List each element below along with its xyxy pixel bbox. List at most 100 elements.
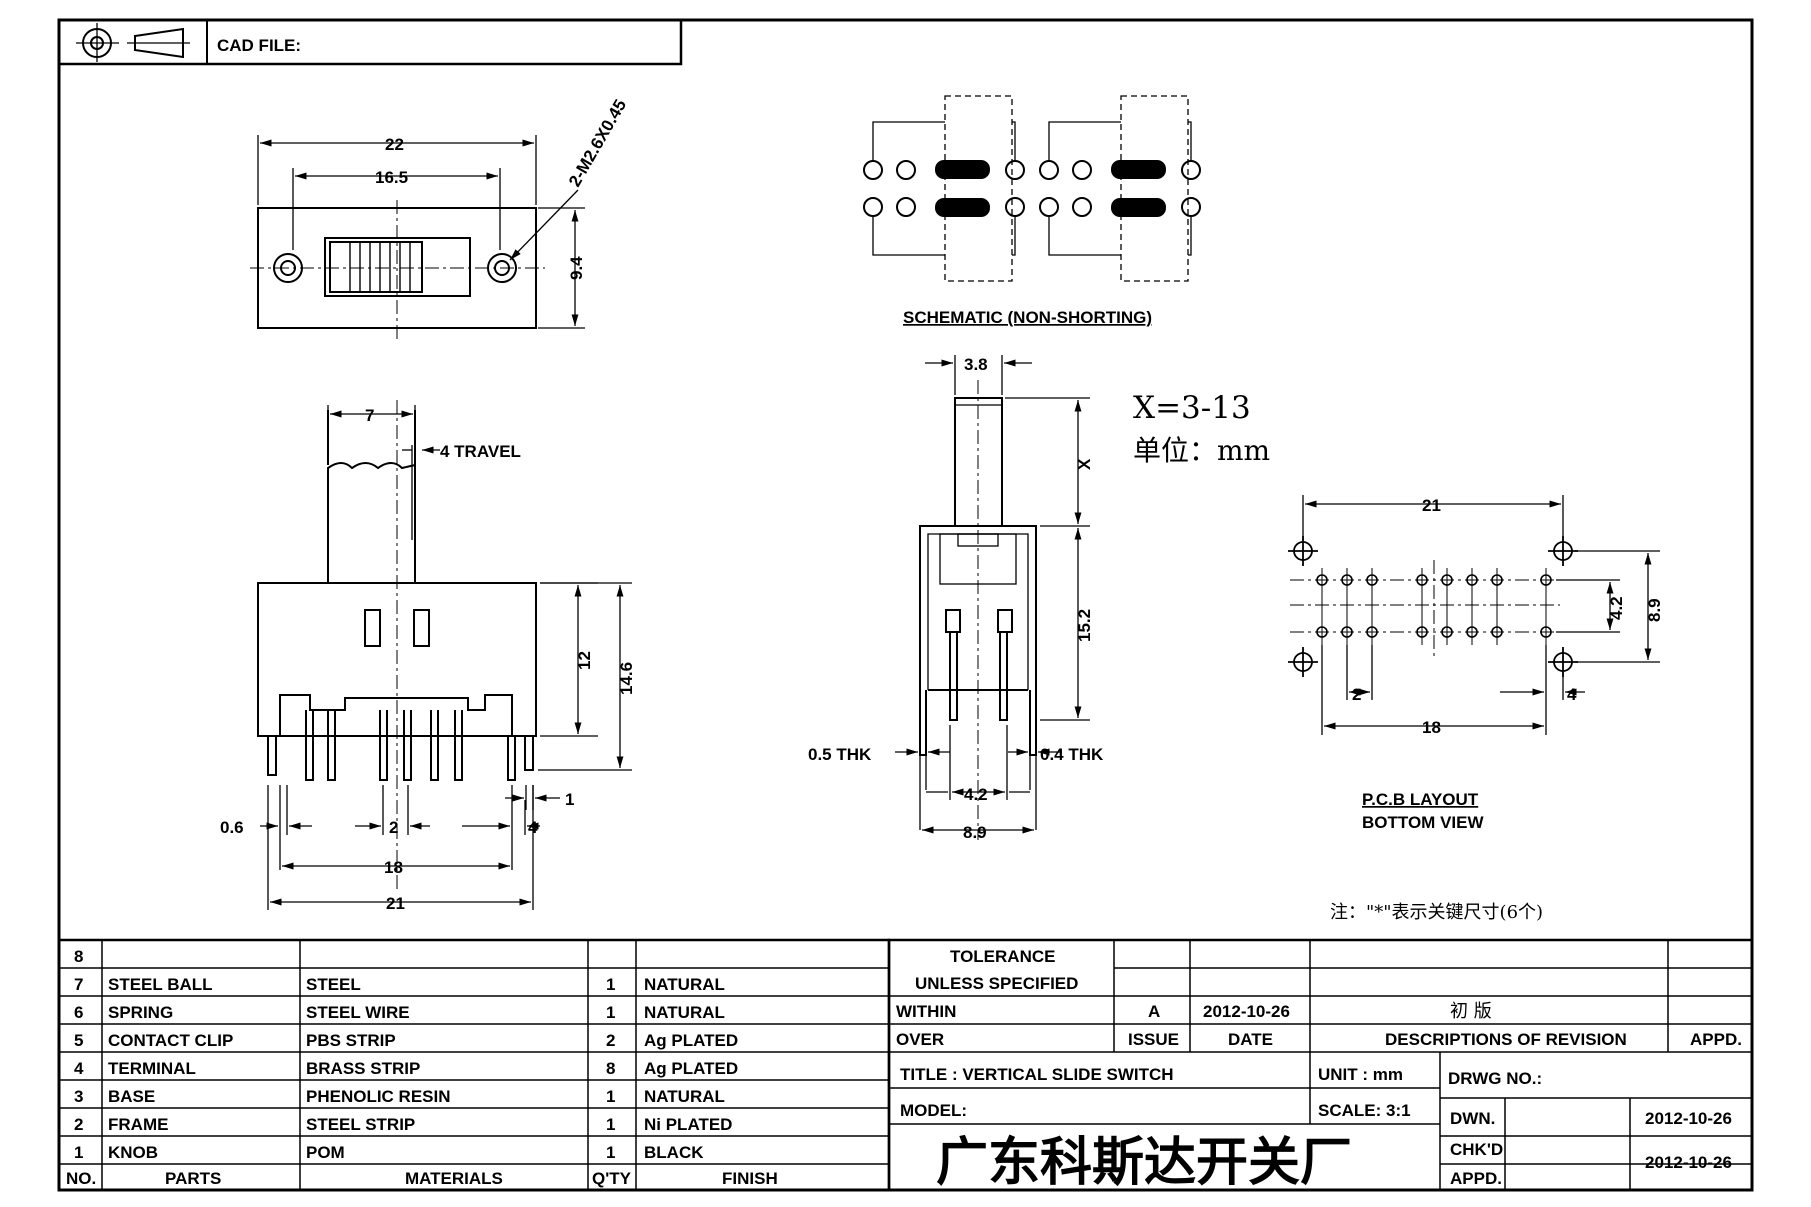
- bom-cell-qty: 8: [606, 1059, 615, 1078]
- revision-desc: 初 版: [1450, 1001, 1492, 1022]
- tolerance-line1: TOLERANCE: [950, 947, 1055, 966]
- side-dim-4-2-label: 4.2: [964, 785, 988, 804]
- appd2-label: APPD.: [1450, 1169, 1502, 1188]
- unit-note: 单位：mm: [1133, 434, 1270, 467]
- bom-cell-finish: Ni PLATED: [644, 1115, 732, 1134]
- pcb-dim-21-label: 21: [1422, 496, 1441, 515]
- pcb-dim-8-9-label: 8.9: [1645, 598, 1664, 622]
- bom-cell-material: BRASS STRIP: [306, 1059, 420, 1078]
- schematic-caption: SCHEMATIC (NON-SHORTING): [903, 308, 1152, 327]
- date-label: DATE: [1228, 1030, 1273, 1049]
- bom-cell-qty: 1: [606, 1115, 615, 1134]
- bom-cell-qty: 2: [606, 1031, 615, 1050]
- bom-cell-part: KNOB: [108, 1143, 158, 1162]
- model-label: MODEL:: [900, 1101, 967, 1120]
- tolerance-line2: UNLESS SPECIFIED: [915, 974, 1078, 993]
- pcb-dim-2-label: 2: [1352, 685, 1361, 704]
- bom-cell-no: 5: [74, 1031, 83, 1050]
- bom-cell-material: PBS STRIP: [306, 1031, 396, 1050]
- bom-header-materials: MATERIALS: [405, 1169, 503, 1188]
- pcb-dim-4-2-label: 4.2: [1607, 596, 1626, 620]
- issue-date: 2012-10-26: [1203, 1002, 1290, 1021]
- bom-cell-no: 2: [74, 1115, 83, 1134]
- dim-0-6-label: 0.6: [220, 818, 244, 837]
- bom-cell-finish: Ag PLATED: [644, 1031, 738, 1050]
- company-name: 广东科斯达开关厂: [936, 1132, 1352, 1193]
- pcb-caption-line2: BOTTOM VIEW: [1362, 813, 1484, 832]
- thk-left-label: 0.5 THK: [808, 745, 872, 764]
- travel-note: 4 TRAVEL: [440, 442, 521, 461]
- bom-cell-finish: NATURAL: [644, 1003, 725, 1022]
- bom-header-no: NO.: [66, 1169, 96, 1188]
- header-box: CAD FILE:: [57, 18, 683, 66]
- bom-header-finish: FINISH: [722, 1169, 778, 1188]
- pcb-layout: 21 4.2 8.9 2 4 18 P.C.B LAYOUT BOTTOM VI…: [1288, 495, 1664, 832]
- dwn-date: 2012-10-26: [1645, 1109, 1732, 1128]
- bom-cell-material: PHENOLIC RESIN: [306, 1087, 451, 1106]
- bom-cell-finish: NATURAL: [644, 975, 725, 994]
- bom-cell-part: SPRING: [108, 1003, 173, 1022]
- bom-cell-no: 3: [74, 1087, 83, 1106]
- bom-cell-part: CONTACT CLIP: [108, 1031, 233, 1050]
- issue-label: ISSUE: [1128, 1030, 1179, 1049]
- pcb-dim-4-label: 4: [1567, 685, 1577, 704]
- dim-12-label: 12: [575, 651, 594, 670]
- chkd-date: 2012-10-26: [1645, 1153, 1732, 1172]
- bom-row: 5 CONTACT CLIP PBS STRIP 2 Ag PLATED: [74, 1031, 738, 1050]
- side-view: 3.8 X 15.2 0.5 THK 0.4 THK 4.2 8.9: [808, 355, 1104, 842]
- bom-cell-finish: NATURAL: [644, 1087, 725, 1106]
- issue-value: A: [1148, 1002, 1160, 1021]
- dim-14-6-label: 14.6: [617, 662, 636, 695]
- drawing-title: TITLE : VERTICAL SLIDE SWITCH: [900, 1065, 1174, 1084]
- bom-cell-finish: Ag PLATED: [644, 1059, 738, 1078]
- bom-cell-no: 7: [74, 975, 83, 994]
- bom-cell-qty: 1: [606, 975, 615, 994]
- over-label: OVER: [896, 1030, 944, 1049]
- dim-21-label: 21: [386, 894, 405, 913]
- side-dim-8-9-label: 8.9: [963, 823, 987, 842]
- dim-16-5-label: 16.5: [375, 168, 408, 187]
- bom-table: [57, 938, 891, 1192]
- bom-cell-qty: 1: [606, 1087, 615, 1106]
- side-dim-x-label: X: [1075, 458, 1094, 470]
- within-label: WITHIN: [896, 1002, 956, 1021]
- screw-note: 2-M2.6X0.45: [565, 96, 630, 190]
- bom-cell-no: 6: [74, 1003, 83, 1022]
- bom-header-qty: Q'TY: [592, 1169, 632, 1188]
- dwn-label: DWN.: [1450, 1109, 1495, 1128]
- bom-cell-no: 8: [74, 947, 83, 966]
- dim-22-label: 22: [385, 135, 404, 154]
- bom-row: 8: [74, 947, 83, 966]
- dim-1-label: 1: [565, 790, 574, 809]
- appd-label: APPD.: [1690, 1030, 1742, 1049]
- drwg-no-label: DRWG NO.:: [1448, 1069, 1542, 1088]
- bom-cell-qty: 1: [606, 1143, 615, 1162]
- thk-right-label: 0.4 THK: [1040, 745, 1104, 764]
- cad-file-label: CAD FILE:: [217, 36, 301, 55]
- top-view: 22 16.5 9.4 2-M2.6X0.45: [250, 96, 630, 340]
- bom-cell-finish: BLACK: [644, 1143, 704, 1162]
- x-range-note: X=3-13: [1133, 390, 1251, 426]
- dim-7-label: 7: [365, 406, 374, 425]
- unit-label: UNIT : mm: [1318, 1065, 1403, 1084]
- scale-label: SCALE: 3:1: [1318, 1101, 1411, 1120]
- pcb-caption-line1: P.C.B LAYOUT: [1362, 790, 1479, 809]
- projection-symbol-icon: [76, 23, 190, 62]
- bom-cell-part: FRAME: [108, 1115, 168, 1134]
- schematic: SCHEMATIC (NON-SHORTING): [863, 95, 1201, 327]
- bom-cell-material: STEEL WIRE: [306, 1003, 410, 1022]
- front-view: 7 4 TRAVEL 12 14.6 1 0.6 2: [220, 400, 636, 913]
- bom-header-parts: PARTS: [165, 1169, 221, 1188]
- chkd-label: CHK'D: [1450, 1140, 1503, 1159]
- bom-cell-part: STEEL BALL: [108, 975, 213, 994]
- bom-cell-no: 4: [74, 1059, 84, 1078]
- key-dims-note: 注："*"表示关键尺寸(6个): [1330, 902, 1543, 923]
